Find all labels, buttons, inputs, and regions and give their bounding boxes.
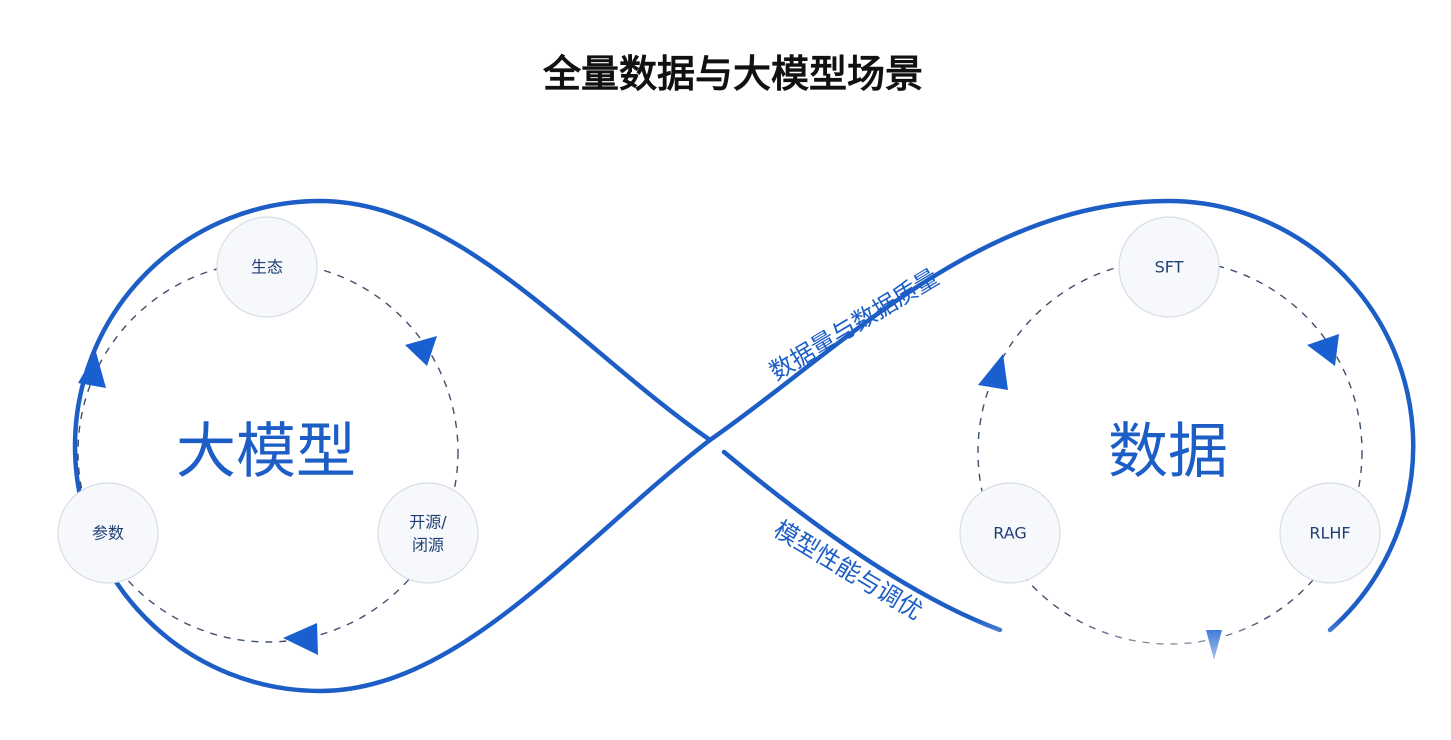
left-arrow-bottom [283, 623, 318, 655]
right-center-label: 数据 [1108, 417, 1228, 487]
bottom-fade-overlay [880, 618, 1451, 740]
node-sft-label: SFT [1155, 258, 1184, 277]
infinity-loop-right-upper [707, 198, 1416, 633]
left-arrow-down-right [405, 336, 437, 366]
lower-edge-label: 模型性能与调优 [769, 515, 927, 626]
diagram-title: 全量数据与大模型场景 [542, 52, 923, 96]
node-rag: RAG [959, 482, 1061, 584]
node-sft: SFT [1118, 216, 1220, 318]
left-dashed-cycle [77, 261, 459, 643]
left-center-label: 大模型 [176, 417, 356, 487]
node-rlhf: RLHF [1279, 482, 1381, 584]
infinity-loop-right-lower [721, 449, 1003, 633]
node-parameters: 参数 [57, 482, 159, 584]
left-arrow-up-left [78, 352, 106, 388]
infinity-loop-left [72, 198, 713, 694]
node-ecosystem-label: 生态 [251, 258, 283, 277]
infinity-loop-crossing [317, 198, 713, 443]
node-ecosystem: 生态 [216, 216, 318, 318]
right-arrow-up-left [978, 354, 1008, 390]
node-open-closed: 开源/ 闭源 [377, 482, 479, 584]
node-parameters-label: 参数 [92, 524, 124, 543]
node-rag-label: RAG [993, 524, 1027, 543]
node-open-closed-label-1: 开源/ [409, 513, 447, 532]
right-arrow-down-right [1307, 334, 1339, 366]
node-rlhf-label: RLHF [1309, 524, 1350, 543]
upper-edge-label: 数据量与数据质量 [765, 263, 944, 386]
node-open-closed-label-2: 闭源 [412, 536, 444, 555]
right-dashed-cycle [977, 259, 1363, 645]
